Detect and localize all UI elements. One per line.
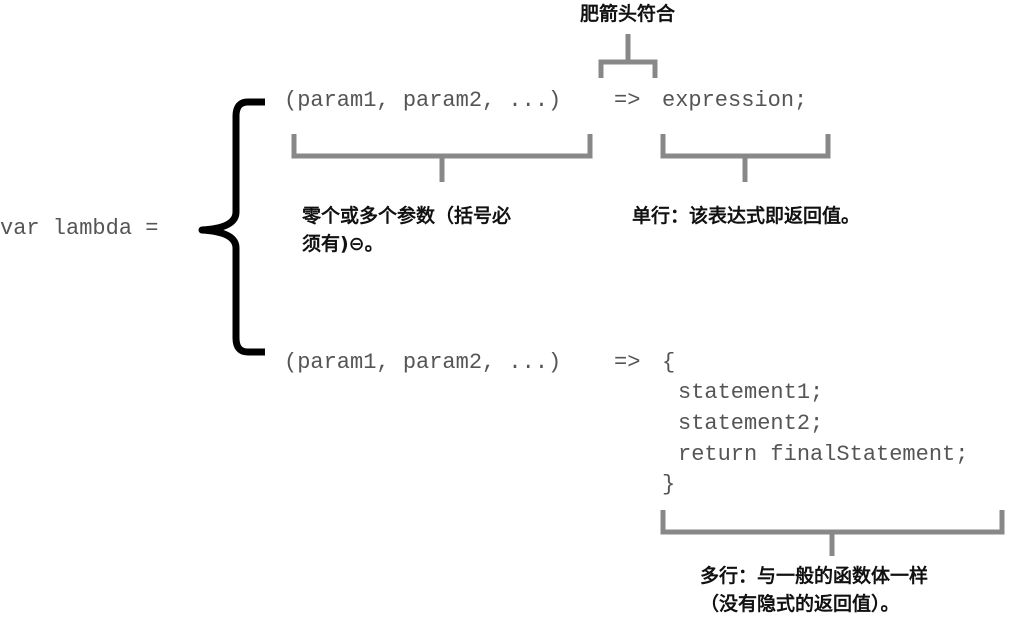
single-line-arrow: =>: [614, 88, 641, 113]
statement-line: statement2;: [678, 411, 824, 436]
statement-line: statement1;: [678, 380, 824, 405]
multi-line-arrow: =>: [614, 350, 641, 375]
single-line-params: (param1, param2, ...): [284, 88, 562, 113]
statement-line: return finalStatement;: [678, 442, 969, 467]
multi-line-close-brace: }: [662, 472, 676, 497]
expression-note: 单行：该表达式即返回值。: [632, 205, 861, 227]
main-curly-brace: [198, 98, 265, 356]
assignment-code: var lambda =: [0, 216, 159, 241]
body-note-line1: 多行：与一般的函数体一样: [700, 565, 929, 587]
params-note: 零个或多个参数（括号必 须有)⊖。: [302, 202, 511, 258]
expression-bracket: [660, 134, 831, 182]
arrow-bracket: [598, 34, 658, 78]
multi-line-open-brace: {: [662, 350, 676, 375]
body-note: 多行：与一般的函数体一样 （没有隐式的返回值）。: [700, 562, 928, 618]
body-note-line2: （没有隐式的返回值）。: [700, 593, 900, 615]
params-bracket: [291, 134, 593, 182]
multi-line-params: (param1, param2, ...): [284, 350, 562, 375]
params-note-line2: 须有)⊖。: [302, 233, 384, 255]
fat-arrow-label: 肥箭头符合: [580, 3, 676, 25]
body-bracket: [660, 510, 1005, 556]
single-line-expression: expression;: [662, 88, 808, 113]
params-note-line1: 零个或多个参数（括号必: [302, 205, 512, 227]
